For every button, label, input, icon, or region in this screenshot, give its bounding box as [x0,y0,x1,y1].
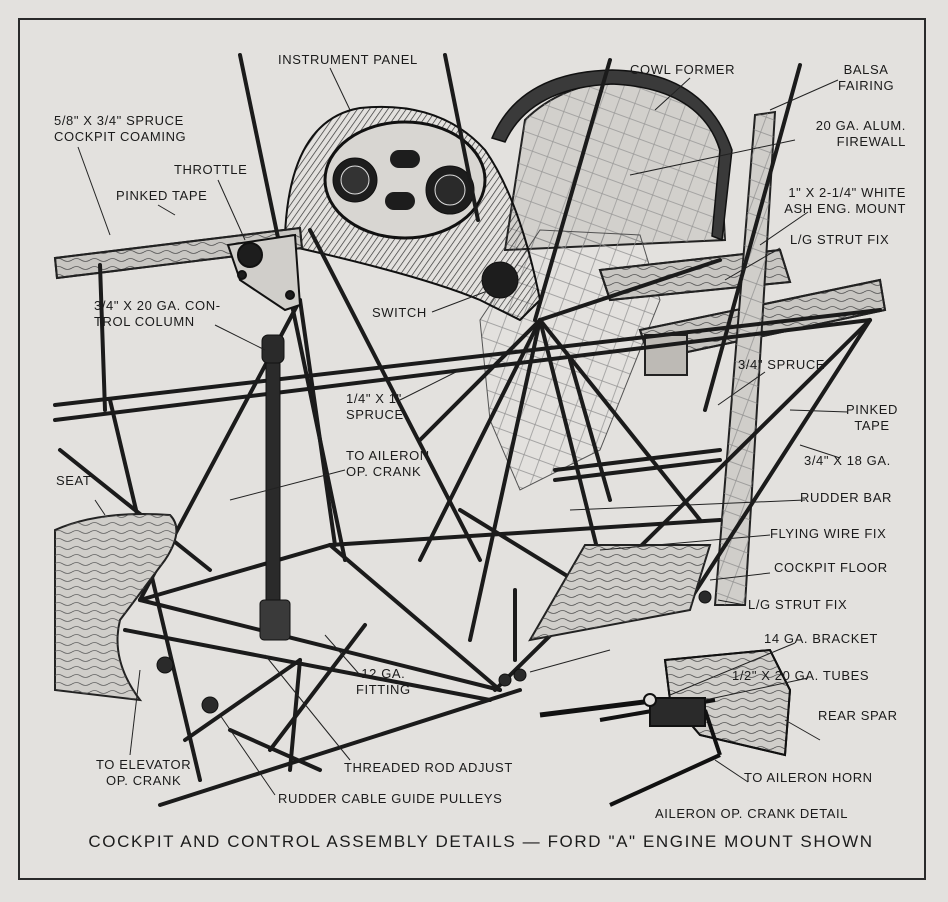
cockpit-floor-board [528,544,712,642]
label-pinked-tape-left: PINKED TAPE [116,188,208,203]
instrument-panel-drawing [284,105,542,322]
label-threaded-rod-adjust: THREADED ROD ADJUST [344,760,513,775]
label-balsa-fairing-line1: BALSA [843,62,889,77]
label-bracket-14: 14 GA. BRACKET [764,631,878,646]
cockpit-coaming [53,226,304,280]
label-balsa-fairing: BALSA FAIRING [838,62,894,94]
label-control-column-line2: TROL COLUMN [94,314,195,329]
label-spruce-1-4-line1: 1/4" X 1" [346,391,402,406]
cowl-former-ring [490,69,733,242]
figure-caption: COCKPIT AND CONTROL ASSEMBLY DETAILS — F… [88,832,874,851]
leader-lines [77,67,849,796]
label-flying-wire-fix: FLYING WIRE FIX [770,526,887,541]
label-aileron-op-crank-line1: TO AILERON [346,448,430,463]
label-12-ga-fitting-line2: FITTING [356,682,411,697]
label-pinked-tape-right: PINKED TAPE [846,402,898,434]
switch-knob [481,261,519,299]
label-12-ga-fitting-line1: 12 GA. [361,666,406,681]
label-control-column-line1: 3/4" X 20 GA. CON- [94,298,221,313]
label-control-column: 3/4" X 20 GA. CON- TROL COLUMN [94,298,221,330]
label-elevator-op-crank-line1: TO ELEVATOR [96,757,192,772]
label-pinked-tape-right-line1: PINKED [846,402,899,417]
label-coaming-line2: COCKPIT COAMING [54,129,187,144]
label-eng-mount-line1: 1" X 2-1/4" WHITE [788,185,906,200]
throttle-assembly [226,233,302,312]
label-eng-mount-line2: ASH ENG. MOUNT [784,201,906,216]
label-firewall-line1: 20 GA. ALUM. [815,118,906,133]
label-aileron-op-crank: TO AILERON OP. CRANK [346,448,430,480]
label-seat: SEAT [56,473,92,488]
firewall-panel [490,69,733,252]
label-12-ga-fitting: 12 GA. FITTING [356,666,411,698]
label-switch: SWITCH [372,305,427,320]
label-rudder-bar: RUDDER BAR [800,490,892,505]
label-cockpit-coaming: 5/8" X 3/4" SPRUCE COCKPIT COAMING [54,113,186,145]
label-tubes-1-2: 1/2" X 20 GA. TUBES [732,668,870,683]
diagram-border [18,18,926,880]
label-lg-strut-fix-bottom: L/G STRUT FIX [748,597,848,612]
label-cowl-former: COWL FORMER [630,62,736,77]
label-throttle: THROTTLE [174,162,248,177]
label-instrument-panel: INSTRUMENT PANEL [278,52,418,67]
aileron-crank-detail-drawing [539,648,792,807]
rudder-cable-pulleys [156,590,712,714]
label-to-aileron-horn: TO AILERON HORN [744,770,873,785]
label-firewall: 20 GA. ALUM. FIREWALL [816,118,906,150]
label-spruce-1-4-line2: SPRUCE [346,407,404,422]
label-coaming-line1: 5/8" X 3/4" SPRUCE [54,113,184,128]
label-aileron-crank-detail: AILERON OP. CRANK DETAIL [655,806,849,821]
label-firewall-line2: FIREWALL [836,134,906,149]
label-elevator-op-crank-line2: OP. CRANK [105,773,182,788]
label-cockpit-floor: COCKPIT FLOOR [774,560,888,575]
control-column [259,334,291,641]
label-pinked-tape-right-line2: TAPE [854,418,890,433]
label-eng-mount: 1" X 2-1/4" WHITE ASH ENG. MOUNT [784,185,906,217]
label-elevator-op-crank: TO ELEVATOR OP. CRANK [96,757,191,789]
label-aileron-op-crank-line2: OP. CRANK [346,464,422,479]
seat-cushion [54,513,178,702]
label-rudder-cable-guide-pulleys: RUDDER CABLE GUIDE PULLEYS [278,791,503,806]
label-rear-spar: REAR SPAR [818,708,898,723]
label-balsa-fairing-line2: FAIRING [838,78,895,93]
label-spruce-1-4: 1/4" X 1" SPRUCE [346,391,404,423]
label-tube-3-4-18: 3/4" X 18 GA. [804,453,891,468]
label-spruce-3-4: 3/4" SPRUCE [738,357,826,372]
label-lg-strut-fix-top: L/G STRUT FIX [790,232,890,247]
